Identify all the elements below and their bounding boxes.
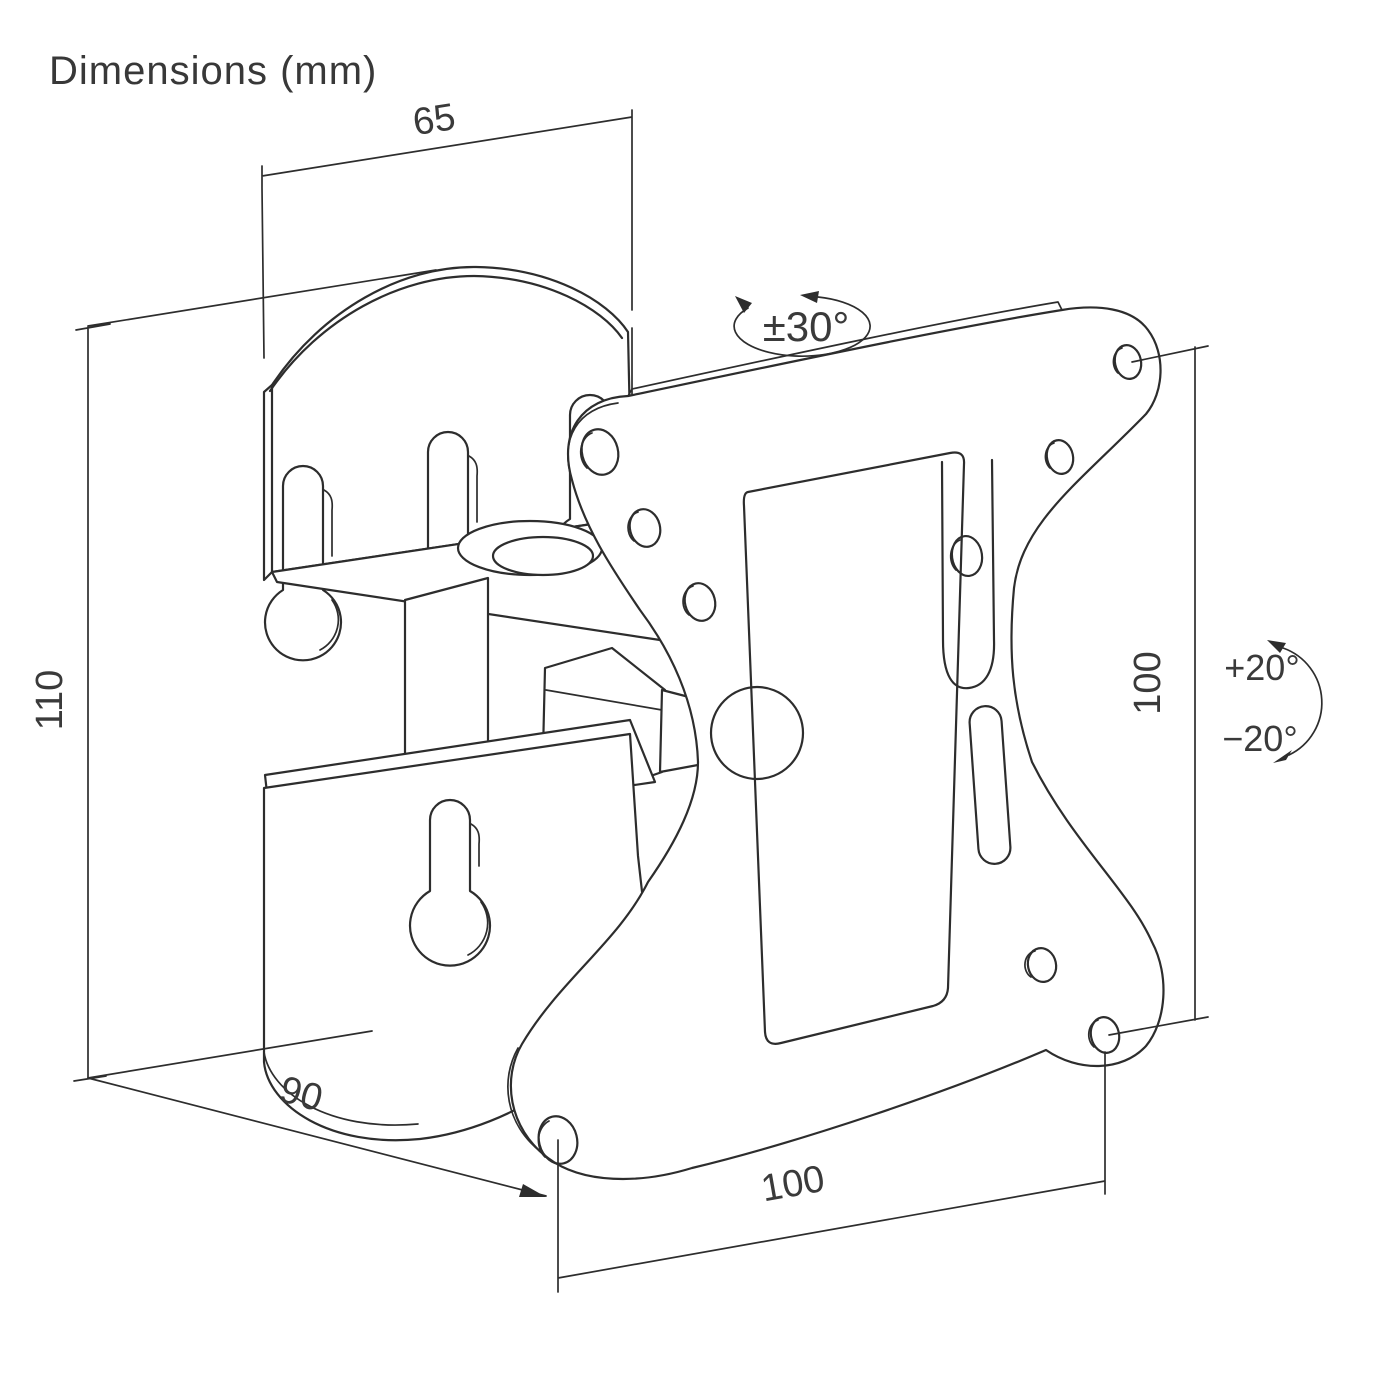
- vesa-tab-hole-depth: [949, 539, 961, 571]
- vesa-inner-hole-1: [628, 508, 662, 548]
- wall-plate-arch-thickness: [268, 274, 624, 393]
- vesa-hole-bottom-right: [1089, 1016, 1121, 1054]
- dim-label-65: 65: [410, 96, 458, 144]
- vesa-hole-bottom-left: [537, 1115, 579, 1165]
- keyhole-slot-1: [263, 464, 343, 662]
- dim-line-100-right: [1108, 345, 1209, 1036]
- vesa-strap-slot: [968, 705, 1012, 865]
- vesa-inner-hole-4: [1026, 947, 1058, 983]
- keyhole-slot-1-depth: [319, 489, 340, 651]
- wall-plate-front: [270, 265, 634, 574]
- vesa-hole-top-left: [580, 428, 620, 476]
- dim-line-110: [73, 269, 437, 1082]
- vesa-inner-hole-3: [1045, 439, 1075, 475]
- keyhole-slot-lower-depth: [467, 823, 489, 956]
- vesa-center-tab: [940, 458, 996, 690]
- vesa-hole-bottom-left-depth: [537, 1120, 550, 1158]
- ball-joint: [709, 685, 805, 781]
- swivel-arrow-right: [800, 291, 819, 303]
- lower-bracket-curve-thickness: [263, 1051, 419, 1126]
- tilt-up-angle-label: +20°: [1224, 647, 1299, 688]
- dim-label-110: 110: [29, 670, 71, 731]
- dimension-annotations: 65 110 90 100 100 ±30° +20° −20°: [29, 96, 1323, 1293]
- tilt-arrow-down: [1273, 750, 1292, 763]
- vesa-inner-hole-4-depth: [1024, 950, 1036, 978]
- dim-line-90: [87, 1077, 547, 1197]
- dim-line-100-bottom: [557, 1051, 1106, 1293]
- wall-plate-side-edge: [262, 383, 274, 582]
- vesa-inner-hole-2: [683, 582, 717, 622]
- vesa-hole-top-right-depth: [1112, 347, 1123, 374]
- dim-label-100-bottom: 100: [758, 1158, 828, 1210]
- hex-nut-facet: [545, 689, 663, 711]
- swivel-arc: [733, 296, 871, 358]
- keyhole-slot-lower: [408, 798, 492, 967]
- dim-line-65: [261, 109, 633, 395]
- vesa-plate-outline: [509, 306, 1165, 1181]
- swivel-washer-inner: [491, 535, 595, 577]
- vesa-inner-hole-2-depth: [682, 585, 694, 616]
- tilt-down-angle-label: −20°: [1222, 718, 1297, 759]
- vesa-inner-hole-1-depth: [627, 511, 639, 542]
- vesa-left-lobe-thickness: [567, 402, 619, 481]
- swivel-angle-label: ±30°: [763, 303, 850, 350]
- tilt-arc: [1282, 647, 1323, 756]
- vesa-tab-hole: [950, 534, 984, 578]
- dim-arrow-90: [519, 1184, 546, 1197]
- vesa-hole-bottom-right-depth: [1087, 1019, 1099, 1048]
- tilt-arrow-up: [1267, 640, 1286, 653]
- vesa-top-edge-thickness: [627, 301, 1063, 397]
- vesa-hole-top-left-depth: [579, 432, 593, 469]
- page-title: Dimensions (mm): [49, 49, 377, 93]
- dim-label-100-right: 100: [1127, 651, 1169, 714]
- vesa-inner-hole-3-depth: [1044, 442, 1055, 469]
- vesa-bottom-lobe-thickness: [507, 1047, 542, 1153]
- vesa-center-cutout: [742, 451, 966, 1045]
- swivel-arrow-left: [735, 296, 752, 313]
